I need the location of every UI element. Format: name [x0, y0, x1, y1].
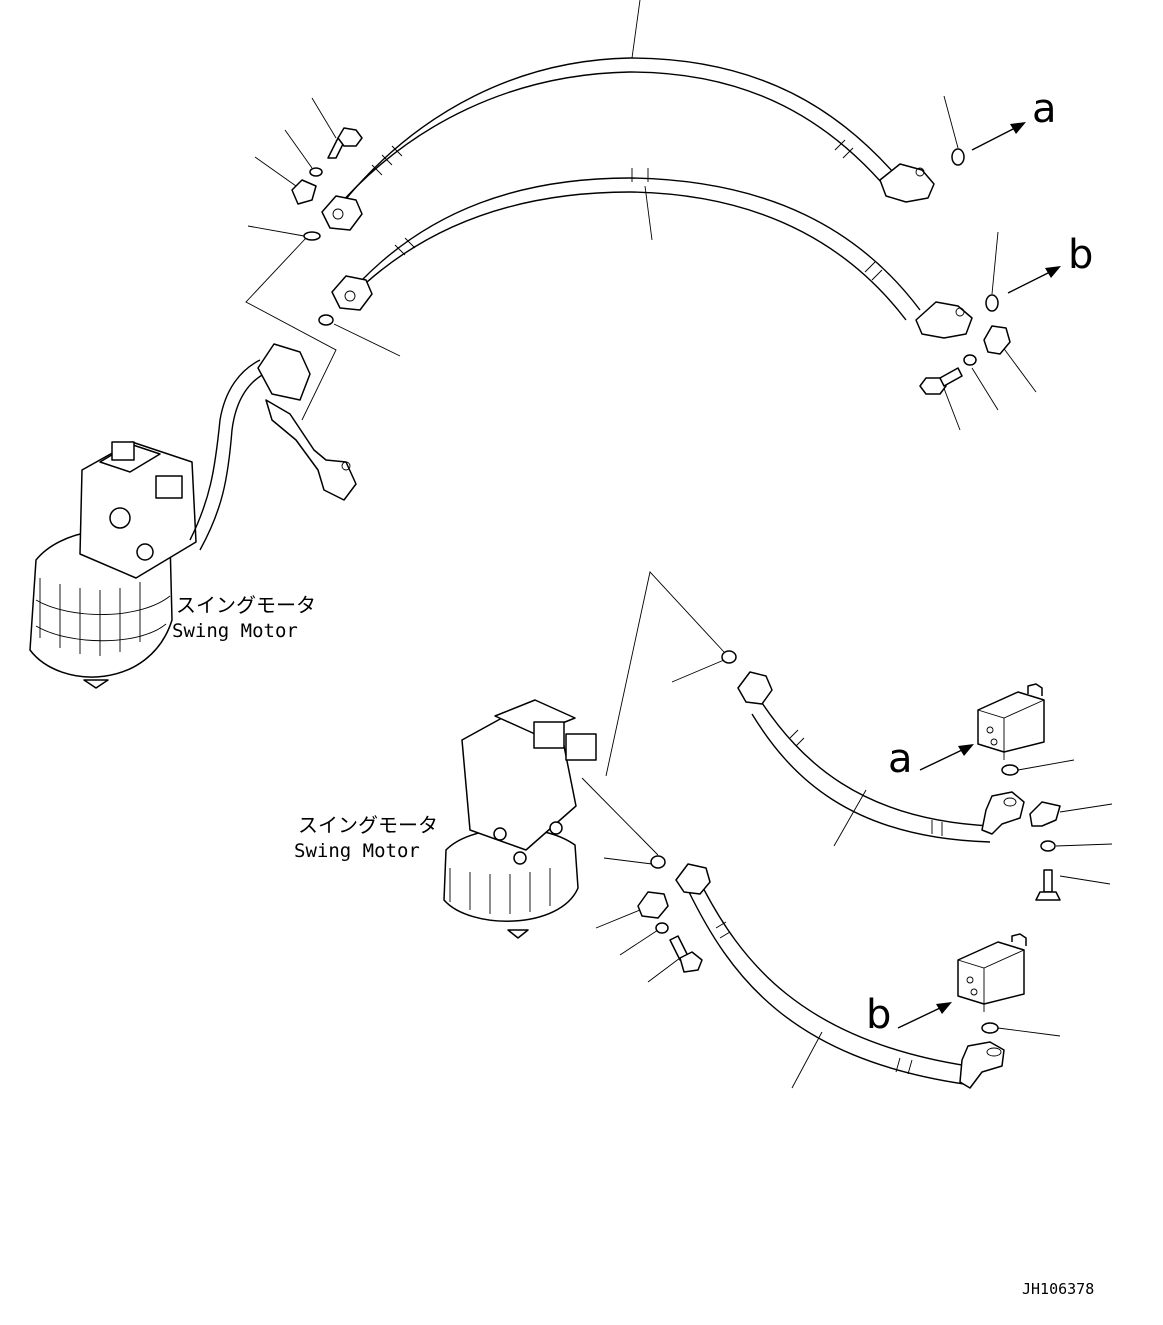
oring-top-left-b [318, 314, 334, 326]
clamp-top-left [291, 179, 317, 205]
leader-lines-top-right [939, 95, 1037, 431]
leader-lines-bottom-b [791, 1027, 1061, 1089]
arrow-a-top-label: a [1032, 86, 1057, 132]
flange-left-bottom [331, 275, 373, 311]
arrow-b-bottom-label: b [866, 992, 891, 1038]
bolt-b-bottom [669, 935, 703, 973]
leader-lines-bottom-a [833, 759, 1113, 885]
clamp-right-top [983, 325, 1011, 355]
washer-right-top [963, 354, 977, 366]
oring-a-top [951, 148, 965, 166]
arrow-a-top [971, 122, 1026, 151]
arrow-a-bottom [919, 744, 974, 771]
motor-label-jp-bottom: スイングモータ [298, 813, 438, 837]
clamp-b-bottom [637, 891, 669, 919]
valve-block-b [957, 933, 1027, 1012]
lower-hose-b [675, 863, 1005, 1089]
drawing-code: JH106378 [1022, 1280, 1094, 1298]
motor-label-jp-top: スイングモータ [176, 593, 316, 617]
flange-left-top [321, 195, 363, 231]
leader-lines-bottom-motor [581, 571, 725, 983]
upper-hose-bottom [351, 168, 973, 339]
upper-hose-top [332, 57, 935, 213]
bolt-a-bottom [1035, 869, 1061, 901]
washer-a-bottom [1040, 840, 1056, 852]
motor-label-en-bottom: Swing Motor [294, 840, 420, 862]
bolt-right-top [919, 367, 963, 395]
bolt-top-left [327, 127, 363, 159]
lower-hose-a [737, 671, 1025, 843]
swing-motor-bottom [443, 699, 597, 939]
arrow-a-bottom-label: a [888, 736, 913, 782]
oring-bottom-a-left [721, 650, 737, 664]
oring-bottom-b-left [650, 855, 666, 869]
motor-label-en-top: Swing Motor [172, 620, 298, 642]
arrow-b-bottom [897, 1002, 952, 1029]
swing-motor-top [29, 343, 357, 689]
washer-top-left [309, 167, 323, 177]
oring-top-left-a [303, 231, 321, 241]
valve-block-a [977, 683, 1045, 760]
arrow-b-top [1007, 266, 1061, 294]
oring-a-bottom [1001, 764, 1019, 776]
leader-lines-top-left [245, 0, 653, 421]
oring-b-top [985, 294, 999, 312]
oring-b-bottom [981, 1022, 999, 1034]
arrow-b-top-label: b [1068, 232, 1093, 278]
washer-b-bottom [655, 922, 669, 934]
clamp-a-bottom [1029, 801, 1061, 827]
